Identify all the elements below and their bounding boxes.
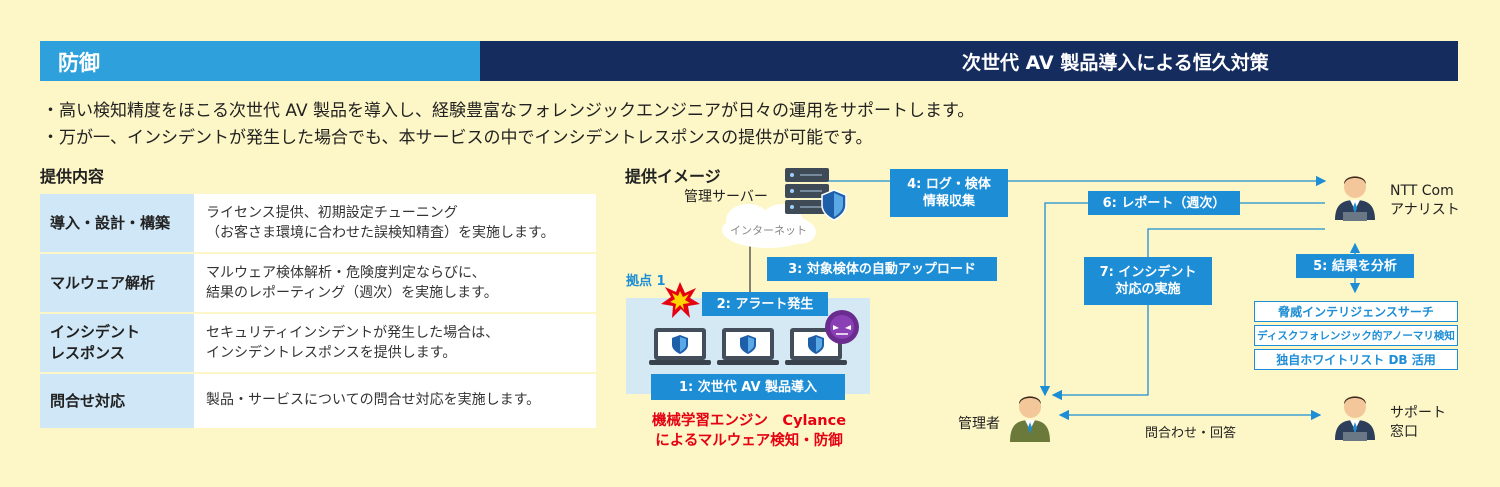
service-description: セキュリティインシデントが発生した場合は、インシデントレスポンスを提供します。 xyxy=(194,314,596,372)
step6-box: 6: レポート（週次） xyxy=(1088,191,1240,215)
explosion-icon xyxy=(661,282,700,318)
step3-box: 3: 対象検体の自動アップロード xyxy=(767,257,997,281)
laptop-icon xyxy=(649,328,711,365)
step2-box: 2: アラート発生 xyxy=(702,292,828,316)
admin-person-icon xyxy=(1010,396,1050,442)
table-row: インシデントレスポンス セキュリティインシデントが発生した場合は、インシデントレ… xyxy=(40,314,596,374)
step4-box: 4: ログ・検体情報収集 xyxy=(890,169,1008,217)
step5-box: 5: 結果を分析 xyxy=(1296,254,1414,278)
support-person-icon xyxy=(1335,396,1375,441)
diagram-title: 提供イメージ xyxy=(625,167,721,186)
laptop-icon xyxy=(717,328,779,365)
malware-icon xyxy=(825,310,859,344)
header-right-title: 次世代 AV 製品導入による恒久対策 xyxy=(962,52,1269,74)
services-title: 提供内容 xyxy=(40,167,105,186)
step7-box: 7: インシデント対応の実施 xyxy=(1084,257,1212,305)
shield-icon xyxy=(821,189,847,221)
analysis-item: 脅威インテリジェンスサーチ xyxy=(1254,301,1458,322)
service-description: 製品・サービスについての問合せ対応を実施します。 xyxy=(194,374,596,428)
bullet-line-1: ・高い検知精度をほこる次世代 AV 製品を導入し、経験豊富なフォレンジックエンジ… xyxy=(42,101,975,121)
header-chevron xyxy=(462,41,480,81)
header-left-title: 防御 xyxy=(58,51,100,75)
table-row: 導入・設計・構築 ライセンス提供、初期設定チューニング（お客さま環境に合わせた誤… xyxy=(40,194,596,254)
server-icon xyxy=(785,168,829,214)
service-name: 導入・設計・構築 xyxy=(40,194,194,252)
table-row: 問合せ対応 製品・サービスについての問合せ対応を実施します。 xyxy=(40,374,596,428)
service-description: マルウェア検体解析・危険度判定ならびに、結果のレポーティング（週次）を実施します… xyxy=(194,254,596,312)
inquiry-label: 問合わせ・回答 xyxy=(1145,426,1237,441)
header-right-bar: 次世代 AV 製品導入による恒久対策 xyxy=(462,41,1458,81)
analyst-person-icon xyxy=(1335,176,1375,221)
site-label: 拠点 1 xyxy=(626,274,666,289)
services-table: 導入・設計・構築 ライセンス提供、初期設定チューニング（お客さま環境に合わせた誤… xyxy=(40,194,596,428)
service-description: ライセンス提供、初期設定チューニング（お客さま環境に合わせた誤検知精査）を実施し… xyxy=(194,194,596,252)
service-name: インシデントレスポンス xyxy=(40,314,194,372)
bullet-line-2: ・万が一、インシデントが発生した場合でも、本サービスの中でインシデントレスポンス… xyxy=(42,128,873,148)
table-row: マルウェア解析 マルウェア検体解析・危険度判定ならびに、結果のレポーティング（週… xyxy=(40,254,596,314)
analysis-item: 独自ホワイトリスト DB 活用 xyxy=(1254,349,1458,370)
service-name: マルウェア解析 xyxy=(40,254,194,312)
service-name: 問合せ対応 xyxy=(40,374,194,428)
support-label: サポート窓口 xyxy=(1390,405,1446,440)
header-left-bar: 防御 xyxy=(40,41,480,81)
step1-box: 1: 次世代 AV 製品導入 xyxy=(651,374,845,400)
server-label: 管理サーバー xyxy=(684,189,768,205)
analysis-item: ディスクフォレンジック的アノーマリ検知 xyxy=(1254,325,1458,346)
cloud-label: インターネット xyxy=(730,224,807,237)
admin-label: 管理者 xyxy=(958,416,1000,432)
